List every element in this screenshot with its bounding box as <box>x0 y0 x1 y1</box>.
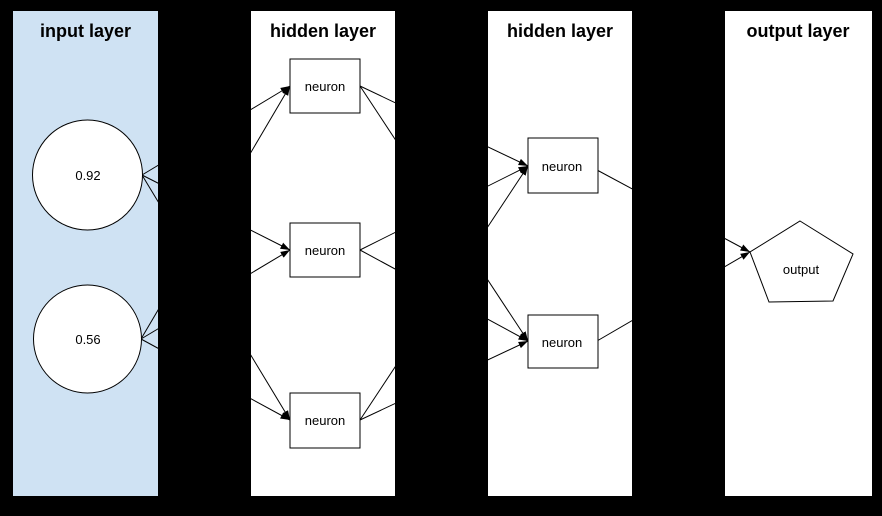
hidden-layer-1-title: hidden layer <box>270 21 376 41</box>
edge-h1-2-h2-1 <box>359 165 529 251</box>
hidden2-node-2 <box>527 314 599 369</box>
hidden1-node-2-label: neuron <box>305 243 345 258</box>
edge-h2-2-output <box>596 251 751 342</box>
output-layer-title: output layer <box>746 21 849 41</box>
hidden1-node-2 <box>289 222 361 278</box>
input-node-2-label: 0.56 <box>75 332 100 347</box>
edge-h1-1-h2-2 <box>359 85 529 342</box>
hidden1-node-1-label: neuron <box>305 79 345 94</box>
hidden2-node-1 <box>527 137 599 194</box>
edge-input2-h1-2 <box>140 249 291 340</box>
edge-h1-3-h2-2 <box>359 340 529 421</box>
input-node-1 <box>32 119 143 231</box>
edge-input2-h1-3 <box>140 338 291 421</box>
hidden-layer-2-title: hidden layer <box>507 21 613 41</box>
input-node-2 <box>33 284 142 394</box>
input-layer-panel <box>13 11 158 496</box>
hidden1-node-3-label: neuron <box>305 413 345 428</box>
output-node <box>749 220 854 303</box>
hidden2-node-1-label: neuron <box>542 159 582 174</box>
hidden-layer-2-panel <box>488 11 632 496</box>
edge-input1-h1-1 <box>141 85 291 176</box>
hidden2-node-2-label: neuron <box>542 335 582 350</box>
edge-input2-h1-1 <box>140 85 291 340</box>
output-node-label: output <box>783 262 820 277</box>
input-node-1-label: 0.92 <box>75 168 100 183</box>
edge-h1-2-h2-2 <box>359 249 529 342</box>
input-layer-title: input layer <box>40 21 131 41</box>
edge-h1-3-h2-1 <box>359 165 529 421</box>
hidden1-node-3 <box>289 392 361 449</box>
edge-h1-1-h2-1 <box>359 85 529 167</box>
hidden1-node-1 <box>289 58 361 114</box>
edge-h2-1-output <box>596 169 751 253</box>
edge-input1-h1-3 <box>141 174 291 421</box>
